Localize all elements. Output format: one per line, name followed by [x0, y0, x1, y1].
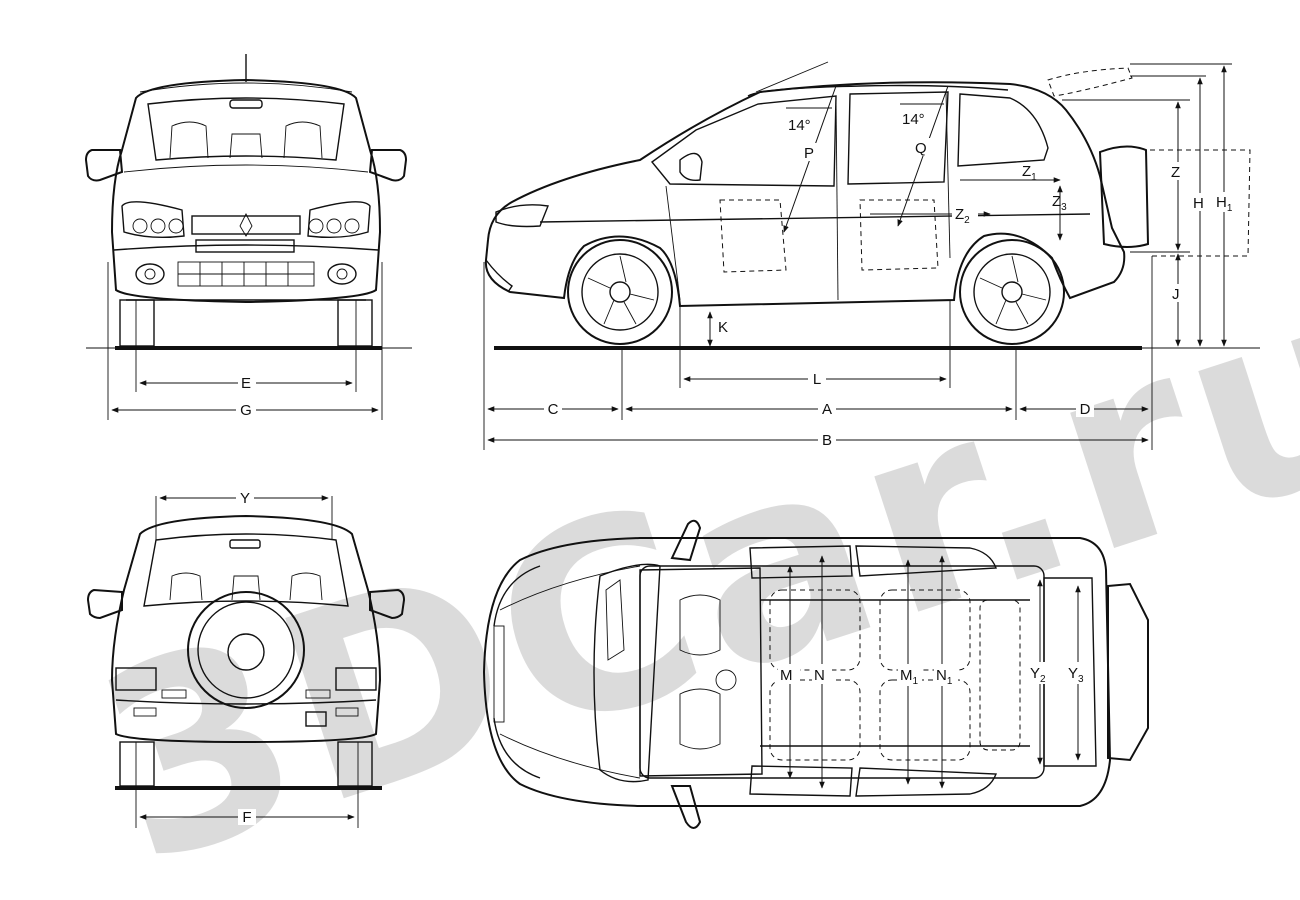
watermark-text: 3DCar.ru [67, 225, 1300, 900]
dim-label-z2: Z2 [955, 206, 970, 226]
dim-label-q: Q [915, 140, 927, 157]
dim-label-z1: Z1 [1022, 163, 1037, 183]
dim-label-l: L [813, 371, 821, 388]
dim-label-n1: N1 [936, 667, 953, 687]
dim-label-j: J [1172, 286, 1180, 303]
dim-label-z3: Z3 [1052, 193, 1067, 213]
angle-label-front: 14° [788, 117, 811, 134]
dim-label-m: M [780, 667, 793, 684]
angle-label-rear: 14° [902, 111, 925, 128]
top-view: M N M1 N1 Y2 Y3 [482, 519, 1149, 829]
dim-label-c: C [548, 401, 559, 418]
dim-label-y: Y [240, 490, 250, 507]
rear-wheel [959, 239, 1065, 345]
dim-label-p: P [804, 145, 814, 162]
rear-view: Y F [86, 490, 406, 828]
watermark: 3DCar.ru [67, 225, 1300, 900]
dim-label-a: A [822, 401, 832, 418]
dim-label-h1: H1 [1216, 194, 1233, 214]
side-view: 14° 14° P Q Z1 Z2 Z3 Z J H H1 K [483, 61, 1260, 450]
dim-label-g: G [240, 402, 252, 419]
dim-label-h: H [1193, 195, 1204, 212]
front-view: E G [84, 54, 412, 420]
front-wheel [567, 239, 673, 345]
dim-label-d: D [1080, 401, 1091, 418]
dim-label-n: N [814, 667, 825, 684]
dim-label-e: E [241, 375, 251, 392]
dim-label-k: K [718, 319, 728, 336]
dim-label-f: F [242, 809, 251, 826]
dim-label-z: Z [1171, 164, 1180, 181]
dim-label-y2: Y2 [1030, 665, 1046, 685]
dim-label-y3: Y3 [1068, 665, 1084, 685]
dim-label-m1: M1 [900, 667, 919, 687]
dim-label-b: B [822, 432, 832, 449]
